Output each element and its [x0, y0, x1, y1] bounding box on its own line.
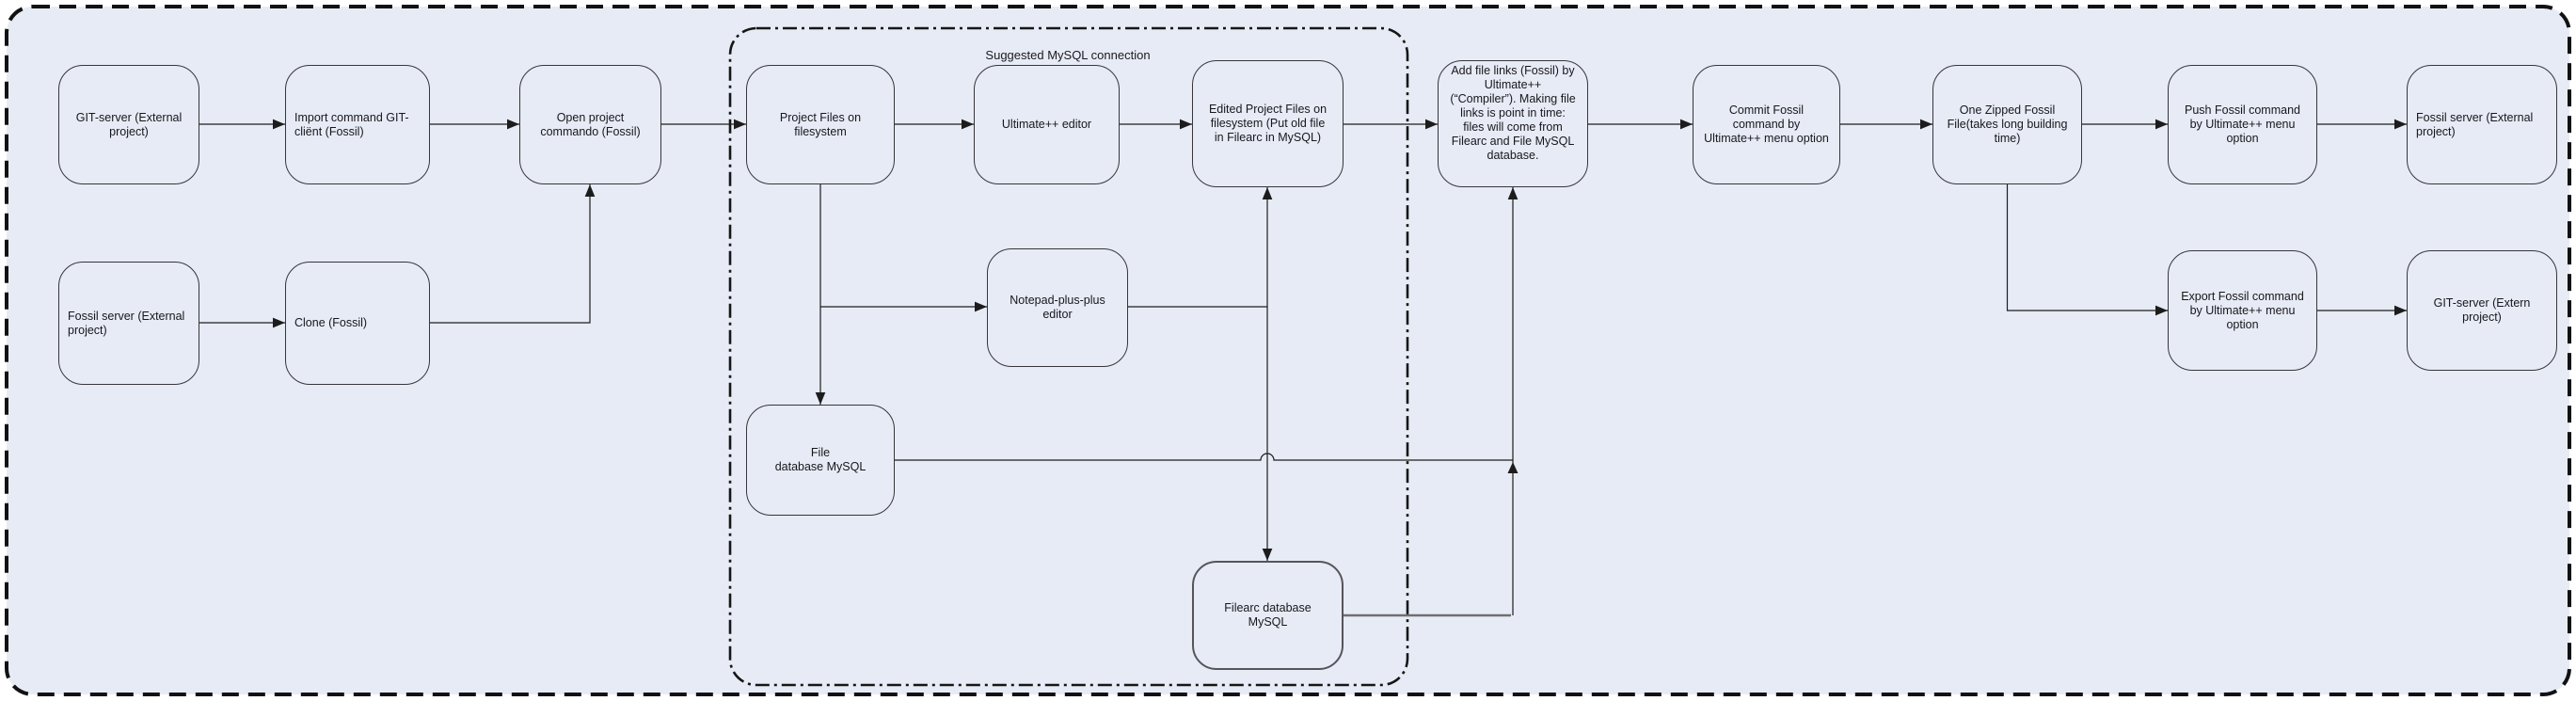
- node-label: GIT-server (External project): [75, 110, 183, 138]
- node-label: GIT-server (Extern project): [2433, 296, 2531, 324]
- connector-zipped-to-export: [2006, 184, 2168, 316]
- node-label: Commit Fossil command by Ultimate++ menu…: [1704, 104, 1829, 145]
- node-label: Filearc database MySQL: [1224, 601, 1312, 629]
- node-open-project-commando: Open project commando (Fossil): [519, 65, 661, 184]
- node-fossil-server-external-left: Fossil server (External project): [58, 262, 199, 385]
- node-edited-project-files: Edited Project Files on filesystem (Put …: [1192, 60, 1344, 187]
- node-push-fossil-command: Push Fossil command by Ultimate++ menu o…: [2168, 65, 2317, 184]
- node-export-fossil-command: Export Fossil command by Ultimate++ menu…: [2168, 250, 2317, 371]
- connector-filedb-to-addfilelinks: [895, 453, 1513, 461]
- node-notepad-plus-plus-editor: Notepad-plus-plus editor: [987, 248, 1128, 367]
- node-filearc-database-mysql: Filearc database MySQL: [1192, 561, 1344, 670]
- node-git-server-external: GIT-server (External project): [58, 65, 199, 184]
- node-label: Project Files on filesystem: [779, 110, 862, 138]
- node-label: Export Fossil command by Ultimate++ menu…: [2181, 289, 2304, 331]
- node-one-zipped-fossil-file: One Zipped Fossil File(takes long buildi…: [1932, 65, 2082, 184]
- node-clone-fossil: Clone (Fossil): [285, 262, 430, 385]
- node-label: Import command GIT- cliënt (Fossil): [294, 110, 409, 138]
- node-label: Notepad-plus-plus editor: [1010, 294, 1105, 321]
- node-label: Open project commando (Fossil): [540, 110, 641, 138]
- mysql-suggested-container: [728, 26, 1409, 687]
- node-label: Add file links (Fossil) by Ultimate++ (“…: [1450, 64, 1576, 162]
- node-label: Edited Project Files on filesystem (Put …: [1208, 103, 1328, 144]
- node-label: File database MySQL: [774, 446, 867, 473]
- node-project-files-filesystem: Project Files on filesystem: [746, 65, 895, 184]
- node-commit-fossil-command: Commit Fossil command by Ultimate++ menu…: [1693, 65, 1840, 184]
- node-fossil-server-external-right: Fossil server (External project): [2407, 65, 2557, 184]
- node-import-command-git-client: Import command GIT- cliënt (Fossil): [285, 65, 430, 184]
- node-label: Fossil server (External project): [2416, 110, 2534, 138]
- node-label: Push Fossil command by Ultimate++ menu o…: [2185, 104, 2300, 145]
- node-label: Clone (Fossil): [294, 316, 368, 329]
- node-git-server-extern: GIT-server (Extern project): [2407, 250, 2557, 371]
- node-label: One Zipped Fossil File(takes long buildi…: [1947, 104, 2068, 145]
- mid-up-arrowhead: [1507, 462, 1519, 473]
- node-add-file-links: Add file links (Fossil) by Ultimate++ (“…: [1438, 60, 1588, 187]
- connector-clone-to-openproject: [430, 184, 596, 324]
- node-label: Fossil server (External project): [68, 309, 185, 337]
- mysql-container-label: Suggested MySQL connection: [985, 48, 1151, 62]
- node-file-database-mysql: File database MySQL: [746, 405, 895, 516]
- node-label: Ultimate++ editor: [1001, 118, 1092, 131]
- node-ultimatepp-editor: Ultimate++ editor: [974, 65, 1120, 184]
